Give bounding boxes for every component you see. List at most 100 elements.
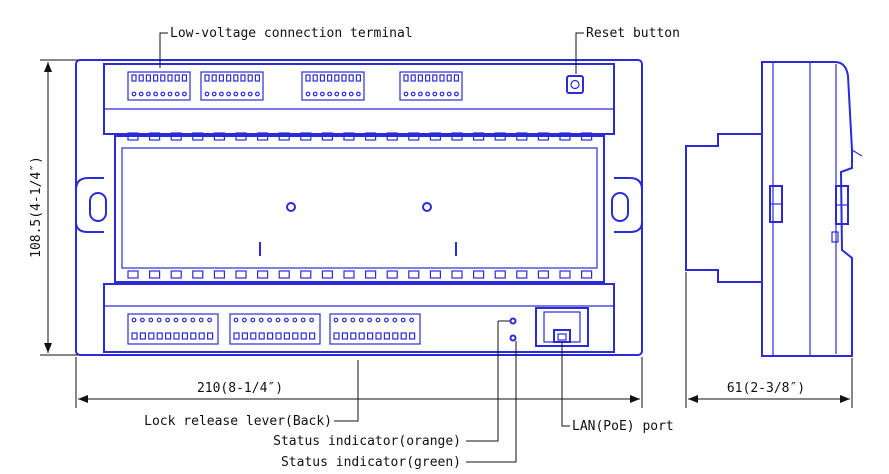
top-terminal-pin (355, 74, 361, 82)
vent-tooth-bottom (300, 270, 312, 279)
top-terminal-pin (319, 74, 325, 82)
top-terminal-screw (240, 91, 246, 97)
vent-tooth-bottom (365, 270, 377, 279)
top-terminal-pin (432, 74, 438, 82)
top-terminal-screw (320, 91, 325, 97)
callout-status-orange: Status indicator(orange) (273, 320, 510, 449)
top-terminal-pin (160, 74, 166, 82)
top-terminal-screw (138, 91, 144, 97)
top-terminal-screw (153, 91, 159, 97)
top-terminal-pin (233, 74, 239, 82)
top-terminal-pin (131, 74, 137, 82)
bottom-terminal-screw (190, 317, 196, 323)
vent-tooth-top (192, 132, 204, 141)
top-terminal-screw (160, 91, 166, 97)
bottom-terminal-screw (181, 317, 187, 323)
top-terminal-screw (418, 91, 423, 97)
top-terminal-block-unit (301, 71, 365, 101)
top-terminal-screw (211, 91, 217, 97)
top-terminal-pin (247, 74, 253, 82)
callout-terminal: Low-voltage connection terminal (159, 26, 413, 68)
vent-tooth-top (257, 132, 269, 141)
bottom-terminal-pin (148, 332, 155, 340)
left-mount-hole (89, 192, 107, 222)
bottom-terminal-pin (139, 332, 146, 340)
label-status-orange: Status indicator(orange) (273, 434, 461, 449)
side-profile (761, 61, 853, 357)
vent-tooth-bottom (559, 270, 571, 279)
bottom-terminal-block-unit (127, 313, 219, 345)
bottom-terminal-screw (367, 317, 373, 323)
bottom-terminal-pin (392, 332, 399, 340)
top-terminal-screw (305, 91, 311, 97)
vent-tooth-top (365, 132, 377, 141)
vent-tooth-top (300, 132, 312, 141)
vent-tooth-top (213, 132, 225, 141)
status-led-green (509, 334, 517, 342)
label-status-green: Status indicator(green) (281, 455, 461, 470)
top-terminal-screw (174, 91, 180, 97)
bottom-terminal-screw (131, 317, 137, 323)
bottom-terminal-screw (148, 317, 154, 323)
side-clip (831, 231, 839, 243)
top-terminal-pin (167, 74, 173, 82)
top-terminal-screw (341, 91, 347, 97)
vent-tooth-bottom (192, 270, 204, 279)
top-terminal-pin (425, 74, 431, 82)
bottom-terminal-pin (350, 332, 357, 340)
housing-outline (75, 59, 643, 356)
bottom-terminal-pin (300, 332, 307, 340)
bottom-terminal-pin (341, 332, 348, 340)
vent-tooth-top (473, 132, 485, 141)
vent-tooth-bottom (408, 270, 420, 279)
vent-tooth-bottom (473, 270, 485, 279)
vent-tooth-bottom (213, 270, 225, 279)
bottom-terminal-pin (241, 332, 248, 340)
bottom-terminal-screw (233, 317, 239, 323)
middle-body-window (121, 147, 598, 269)
depth-dimension: 61(2-3/8″) (685, 272, 853, 408)
bottom-terminal-screw (156, 317, 162, 323)
vent-tooth-bottom (451, 270, 463, 279)
bottom-terminal-screw (139, 317, 145, 323)
top-terminal-block (103, 63, 615, 135)
vent-tooth-bottom (516, 270, 528, 279)
vent-tooth-top (516, 132, 528, 141)
top-terminal-pin (348, 74, 354, 82)
top-terminal-pin (312, 74, 318, 82)
bottom-terminal-block-unit (229, 313, 321, 345)
bottom-terminal-screw (333, 317, 339, 323)
top-terminal-screw (131, 91, 137, 97)
vent-tooth-bottom (537, 270, 550, 279)
bottom-terminal-pin (207, 332, 214, 340)
bottom-terminal-screw (284, 317, 289, 323)
bottom-terminal-pin (198, 332, 205, 340)
bottom-terminal-block (103, 283, 615, 353)
top-terminal-pin (254, 74, 260, 82)
vent-tooth-top (429, 132, 441, 141)
top-terminal-pin (226, 74, 232, 82)
top-terminal-pin (439, 74, 445, 82)
bottom-terminal-pin (409, 332, 416, 340)
right-mount-hole (611, 192, 629, 222)
top-terminal-pin (240, 74, 246, 82)
bottom-terminal-screw (258, 317, 264, 323)
lan-port-inner (543, 311, 581, 343)
vent-tooth-bottom (257, 270, 269, 279)
vent-tooth-top (537, 132, 550, 141)
top-terminal-screw (167, 91, 173, 97)
ventilation-teeth (127, 132, 593, 279)
bottom-terminal-pin (292, 332, 299, 340)
bottom-terminal-pin (275, 332, 282, 340)
vent-tooth-top (149, 132, 161, 141)
vent-tooth-top (386, 132, 398, 141)
bottom-terminal-screw (241, 317, 247, 323)
bottom-terminal-pin (165, 332, 172, 340)
bottom-terminal-screw (409, 317, 415, 323)
bottom-terminal-screw (267, 317, 273, 323)
vent-tooth-bottom (278, 270, 290, 279)
top-terminal-screw (181, 91, 187, 97)
vent-tooth-top (235, 132, 247, 141)
bottom-terminal-pin (283, 332, 290, 340)
right-mounting-ear (614, 177, 643, 233)
